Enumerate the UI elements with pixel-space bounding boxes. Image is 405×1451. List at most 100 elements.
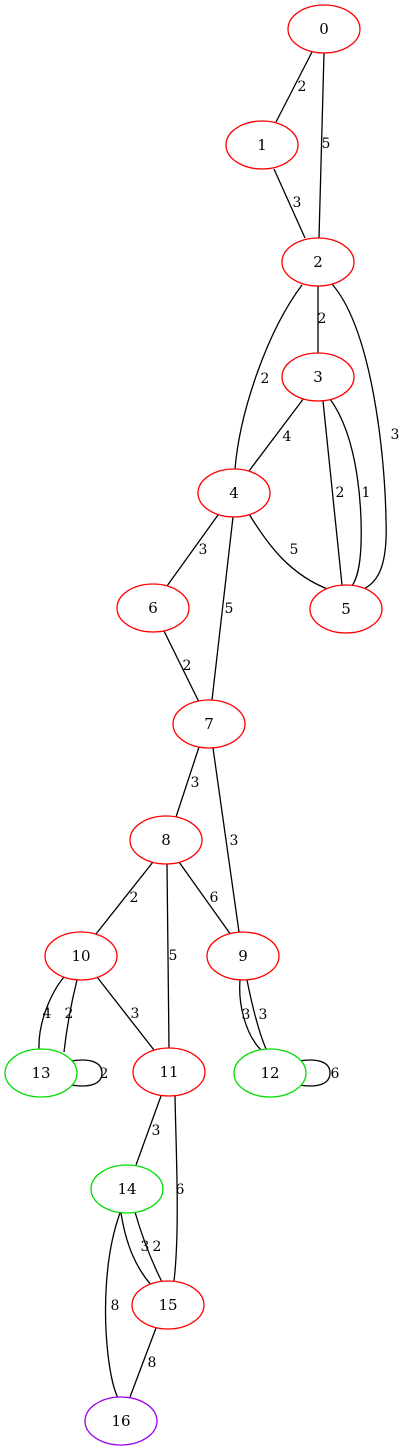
edge-weight-label: 3 (391, 427, 400, 443)
node-ellipse (309, 584, 383, 634)
node-6: 6 (116, 583, 190, 633)
node-ellipse (84, 1396, 158, 1446)
node-label: 12 (260, 1064, 279, 1082)
node-ellipse (281, 237, 355, 287)
edge-15-16 (129, 1327, 157, 1398)
node-label: 1 (257, 136, 267, 154)
node-ellipse (287, 4, 361, 54)
edge-weight-label: 2 (65, 1006, 74, 1022)
node-ellipse (197, 468, 271, 518)
node-ellipse (44, 931, 118, 981)
edges-layer (38, 51, 387, 1399)
node-ellipse (225, 120, 299, 170)
node-2: 2 (281, 237, 355, 287)
edge-10-11 (96, 976, 155, 1051)
node-7: 7 (172, 699, 246, 749)
node-label: 14 (117, 1180, 136, 1198)
edge-weight-label: 2 (318, 311, 327, 327)
edge-weight-label: 3 (131, 1006, 140, 1022)
node-label: 2 (313, 253, 323, 271)
node-label: 15 (158, 1296, 177, 1314)
node-13: 13 (4, 1048, 78, 1098)
edge-10-13 (38, 976, 65, 1050)
edge-weight-label: 3 (152, 1123, 161, 1139)
edge-weight-label: 3 (230, 833, 239, 849)
node-ellipse (233, 1048, 307, 1098)
edge-11-14 (135, 1095, 162, 1166)
edge-3-5 (329, 398, 362, 587)
edge-1-2 (273, 168, 306, 239)
edge-13-13 (70, 1059, 103, 1087)
edge-14-15 (134, 1211, 163, 1283)
edge-weight-label: 2 (261, 371, 270, 387)
edge-weight-label: 3 (293, 195, 302, 211)
node-label: 3 (313, 368, 323, 386)
edge-weight-label: 3 (191, 775, 200, 791)
edge-7-8 (175, 746, 200, 818)
node-16: 16 (84, 1396, 158, 1446)
node-9: 9 (206, 931, 280, 981)
edge-weight-label: 3 (141, 1239, 150, 1255)
node-10: 10 (44, 931, 118, 981)
node-label: 16 (111, 1412, 130, 1430)
node-label: 13 (31, 1064, 50, 1082)
node-0: 0 (287, 4, 361, 54)
node-3: 3 (281, 352, 355, 402)
edge-3-4 (248, 397, 305, 472)
node-1: 1 (225, 120, 299, 170)
edge-weight-label: 8 (148, 1355, 157, 1371)
edge-12-12 (298, 1059, 331, 1087)
edge-9-12 (246, 979, 267, 1050)
node-12: 12 (233, 1048, 307, 1098)
edge-weight-label: 4 (283, 429, 292, 445)
edge-8-10 (95, 861, 154, 935)
edge-0-1 (275, 51, 313, 123)
edge-8-11 (166, 863, 170, 1049)
node-8: 8 (129, 815, 203, 865)
edge-3-5 (322, 400, 343, 586)
edge-11-15 (173, 1095, 178, 1282)
edge-weight-label: 5 (322, 136, 331, 152)
node-ellipse (172, 699, 246, 749)
node-label: 7 (204, 715, 214, 733)
node-ellipse (281, 352, 355, 402)
edge-weight-label: 6 (210, 890, 219, 906)
node-ellipse (4, 1048, 78, 1098)
node-11: 11 (132, 1047, 206, 1097)
edge-0-2 (318, 52, 325, 239)
edge-weight-label: 2 (298, 79, 307, 95)
edge-weight-label: 3 (259, 1007, 268, 1023)
node-label: 9 (238, 947, 248, 965)
edge-weight-label: 5 (290, 542, 299, 558)
node-ellipse (206, 931, 280, 981)
node-label: 4 (229, 484, 239, 502)
edge-weight-label: 2 (100, 1066, 109, 1082)
edge-4-5 (248, 513, 331, 591)
edge-weight-label: 2 (183, 658, 192, 674)
node-ellipse (129, 815, 203, 865)
edge-10-13 (63, 979, 78, 1053)
edge-7-9 (212, 747, 240, 933)
node-15: 15 (131, 1280, 205, 1330)
edge-weight-label: 2 (336, 485, 345, 501)
edge-weight-label: 5 (225, 601, 234, 617)
edge-weight-label: 4 (43, 1006, 52, 1022)
edge-weight-label: 2 (153, 1239, 162, 1255)
node-label: 5 (341, 600, 351, 618)
node-14: 14 (90, 1164, 164, 1214)
edge-6-7 (163, 630, 200, 703)
node-4: 4 (197, 468, 271, 518)
edge-9-12 (239, 979, 262, 1051)
edge-14-15 (120, 1212, 153, 1287)
edge-weight-label: 2 (130, 890, 139, 906)
edge-4-7 (211, 516, 234, 701)
edge-weight-label: 1 (362, 485, 371, 501)
edge-weight-label: 3 (199, 542, 208, 558)
node-label: 11 (159, 1063, 178, 1081)
edge-weight-label: 3 (242, 1007, 251, 1023)
edge-weight-label: 6 (176, 1182, 185, 1198)
node-label: 6 (148, 599, 158, 617)
